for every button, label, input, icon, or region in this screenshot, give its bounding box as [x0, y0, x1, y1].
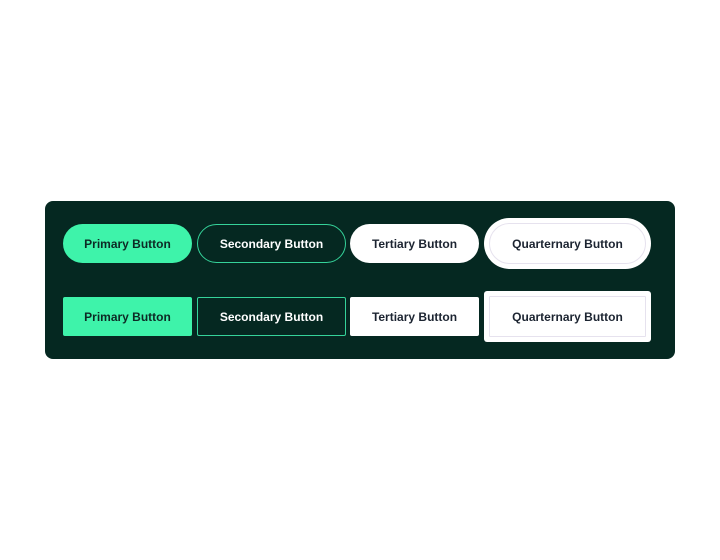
primary-button-square[interactable]: Primary Button [63, 297, 192, 336]
tertiary-button-rounded[interactable]: Tertiary Button [350, 224, 479, 263]
tertiary-button-label: Tertiary Button [371, 236, 458, 251]
quarternary-button-square[interactable]: Quarternary Button [489, 296, 646, 337]
quarternary-button-square-frame: Quarternary Button [484, 291, 651, 342]
secondary-button-square[interactable]: Secondary Button [197, 297, 346, 336]
primary-button-label: Primary Button [84, 236, 171, 251]
secondary-button-rounded[interactable]: Secondary Button [197, 224, 346, 263]
tertiary-button-square[interactable]: Tertiary Button [350, 297, 479, 336]
tertiary-button-label: Tertiary Button [371, 309, 458, 324]
quarternary-button-label: Quarternary Button [512, 309, 623, 324]
primary-button-rounded[interactable]: Primary Button [63, 224, 192, 263]
quarternary-button-rounded[interactable]: Quarternary Button [489, 223, 646, 264]
secondary-button-label: Secondary Button [219, 236, 324, 251]
secondary-button-label: Secondary Button [219, 309, 324, 324]
primary-button-label: Primary Button [84, 309, 171, 324]
quarternary-button-label: Quarternary Button [512, 236, 623, 251]
button-showcase-panel: Primary Button Secondary Button Tertiary… [45, 201, 675, 359]
quarternary-button-rounded-frame: Quarternary Button [484, 218, 651, 269]
